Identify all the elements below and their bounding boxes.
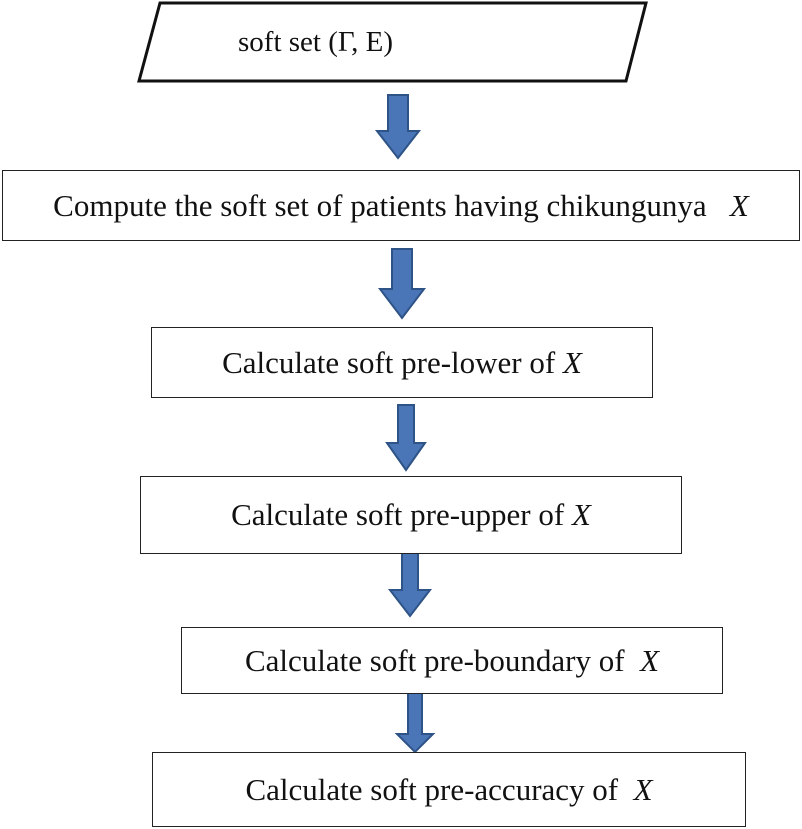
step-text: Calculate soft pre-boundary of — [244, 642, 625, 678]
step-text: Calculate soft pre-accuracy of — [245, 771, 619, 807]
step-text: Calculate soft pre-lower of — [222, 344, 556, 380]
step-text: Compute the soft set of patients having … — [53, 187, 707, 223]
start-params: (Γ, E) — [328, 26, 394, 58]
start-parallelogram — [137, 1, 648, 83]
step-variable: X — [729, 187, 749, 223]
arrow-down-icon — [374, 94, 422, 160]
arrow-down-icon — [385, 404, 427, 472]
step-variable: X — [562, 344, 582, 380]
step-variable: X — [571, 497, 591, 532]
arrow-down-icon — [377, 248, 427, 320]
step-box-pre-boundary: Calculate soft pre-boundary of X — [181, 627, 723, 694]
step-box-pre-lower: Calculate soft pre-lower of X — [151, 327, 653, 398]
step-variable: X — [640, 642, 660, 678]
arrow-down-icon — [394, 683, 436, 754]
step-box-compute: Compute the soft set of patients having … — [2, 170, 800, 241]
start-text: soft set — [238, 26, 321, 58]
step-box-pre-upper: Calculate soft pre-upper of X — [140, 476, 682, 554]
step-text: Calculate soft pre-upper of — [231, 497, 565, 532]
start-label: soft set (Γ, E) — [238, 26, 393, 59]
step-variable: X — [633, 771, 653, 807]
step-box-pre-accuracy: Calculate soft pre-accuracy of X — [152, 752, 746, 827]
